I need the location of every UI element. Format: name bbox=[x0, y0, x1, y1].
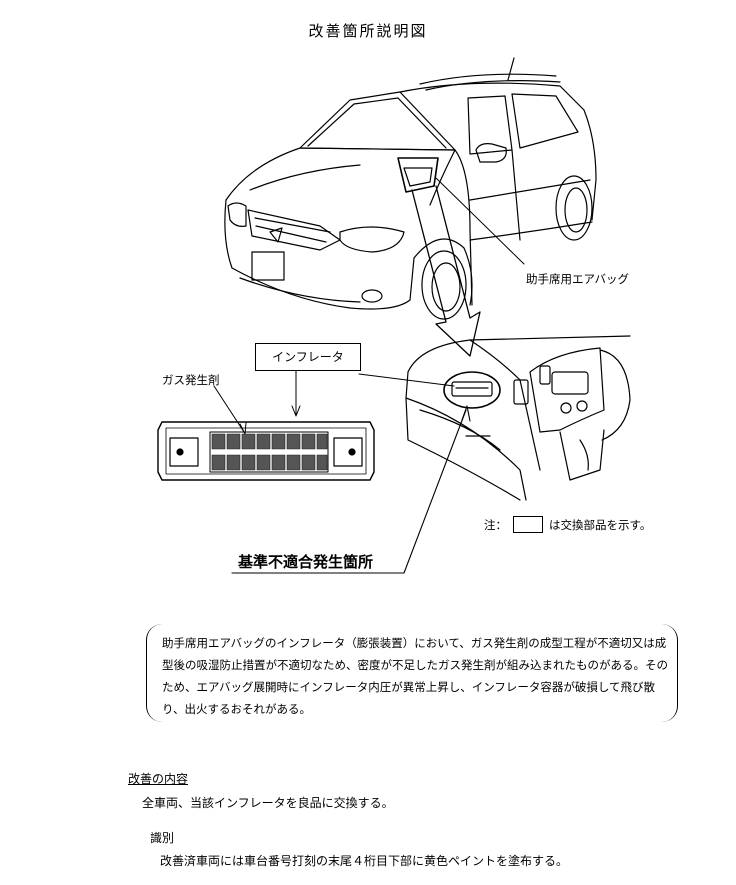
car-illustration bbox=[224, 57, 597, 320]
identification-heading: 識別 bbox=[150, 831, 175, 845]
defect-location-label: 基準不適合発生箇所 bbox=[238, 553, 374, 571]
airbag-label: 助手席用エアバッグ bbox=[526, 272, 630, 286]
replacement-part-swatch bbox=[513, 516, 543, 533]
description-bracket bbox=[146, 624, 678, 722]
inflator-label: インフレータ bbox=[255, 343, 361, 371]
improvement-text: 全車両、当該インフレータを良品に交換する。 bbox=[142, 796, 394, 810]
defect-description: 助手席用エアバッグのインフレータ（膨張装置）において、ガス発生剤の成型工程が不適… bbox=[162, 636, 668, 716]
note-suffix: は交換部品を示す。 bbox=[549, 517, 652, 532]
gas-generant-tablets bbox=[211, 433, 328, 471]
legend-note: 注： は交換部品を示す。 bbox=[484, 516, 651, 533]
note-prefix: 注： bbox=[484, 517, 507, 532]
inflator-cross-section bbox=[157, 421, 375, 481]
gas-generant-label: ガス発生剤 bbox=[162, 373, 220, 387]
callout-arrow bbox=[411, 185, 481, 357]
identification-text: 改善済車両には車台番号打刻の末尾４桁目下部に黄色ペイントを塗布する。 bbox=[160, 854, 569, 868]
improvement-heading: 改善の内容 bbox=[128, 772, 189, 786]
dashboard-illustration bbox=[405, 335, 631, 501]
page-title: 改善箇所説明図 bbox=[308, 22, 428, 40]
